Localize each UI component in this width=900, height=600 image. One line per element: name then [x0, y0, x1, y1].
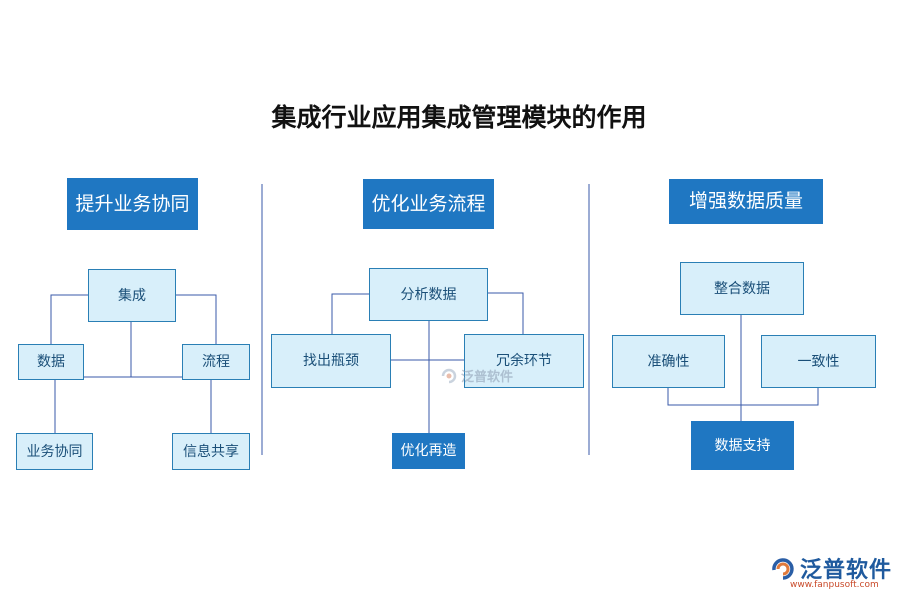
header-enhance-data-quality: 增强数据质量	[669, 179, 823, 224]
node-integration: 集成	[88, 269, 176, 322]
node-information-sharing: 信息共享	[172, 433, 250, 470]
node-consistency: 一致性	[761, 335, 876, 388]
node-data-support: 数据支持	[691, 421, 794, 470]
center-watermark: 泛普软件	[440, 366, 513, 385]
node-process: 流程	[182, 344, 250, 380]
page-title: 集成行业应用集成管理模块的作用	[271, 103, 647, 132]
node-accuracy: 准确性	[612, 335, 725, 388]
brand-swirl-icon	[772, 558, 794, 580]
brand-logo-icon	[441, 368, 457, 383]
node-optimize-rebuild: 优化再造	[392, 433, 465, 469]
center-watermark-text: 泛普软件	[461, 370, 514, 385]
header-optimize-process: 优化业务流程	[363, 179, 494, 229]
node-integrate-data: 整合数据	[680, 262, 804, 315]
node-data: 数据	[18, 344, 84, 380]
node-redundant-steps: 冗余环节	[464, 334, 584, 388]
node-business-collaboration: 业务协同	[16, 433, 93, 470]
node-find-bottleneck: 找出瓶颈	[271, 334, 391, 388]
brand-name: 泛普软件	[800, 558, 893, 583]
brand-url: www.fanpusoft.com	[790, 580, 879, 590]
header-improve-collaboration: 提升业务协同	[67, 178, 198, 230]
node-analyze-data: 分析数据	[369, 268, 488, 321]
brand-logo: 泛普软件	[770, 552, 892, 584]
